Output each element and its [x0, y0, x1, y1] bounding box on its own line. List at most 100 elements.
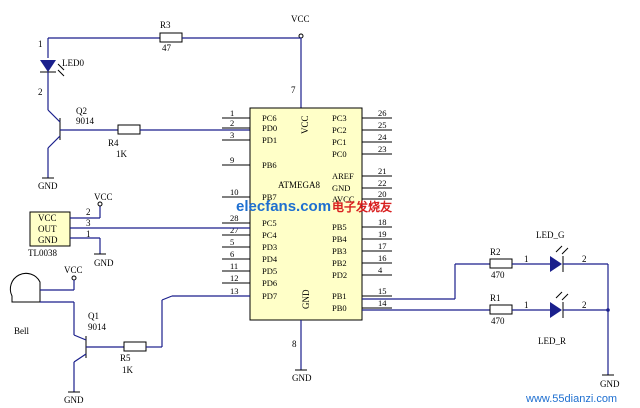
mcu-pin-name: PB0 [332, 303, 347, 313]
mcu-pin-num: 27 [230, 225, 239, 235]
mcu-pin-num: 17 [378, 241, 387, 251]
mcu-pin-name: PC0 [332, 149, 347, 159]
mcu-gnd-label: GND [301, 289, 311, 309]
led0-diode [40, 60, 56, 72]
mcu-pin-name: PB1 [332, 291, 347, 301]
tl0038-module [29, 211, 71, 247]
mcu-pin-num: 21 [378, 166, 387, 176]
mcu-pin-name: PB7 [262, 192, 277, 202]
mcu-pin-num: 9 [230, 155, 234, 165]
mcu-right-pins: 26PC325PC224PC123PC021AREF22GND20AVCC18P… [332, 108, 392, 313]
led-r-ref: LED_R [538, 336, 566, 346]
mcu-pin-num: 22 [378, 178, 387, 188]
mcu-pin-name: PC3 [332, 113, 347, 123]
r1-resistor [489, 304, 513, 315]
mcu-name: ATMEGA8 [278, 180, 320, 190]
vcc-label-tl: VCC [94, 192, 113, 202]
tl0038-num-3: 3 [86, 218, 91, 228]
mcu-pin-num: 24 [378, 132, 387, 142]
mcu-pin-name: PC4 [262, 230, 277, 240]
r5-ref: R5 [120, 353, 131, 363]
watermark-elecfans: elecfans.com [236, 198, 331, 215]
tl0038-num-2: 2 [86, 207, 91, 217]
q2-type: 9014 [76, 116, 95, 126]
bell-buzzer [9, 272, 41, 303]
mcu-pin-num: 18 [378, 217, 387, 227]
mcu-pin-num: 12 [230, 273, 239, 283]
r4-resistor [117, 124, 141, 135]
mcu-pin-name: PC6 [262, 113, 277, 123]
mcu-pin-name: AVCC [332, 194, 355, 204]
r1-value: 470 [491, 316, 505, 326]
mcu-pin-num: 4 [378, 265, 383, 275]
mcu-pin-name: PD6 [262, 278, 277, 288]
mcu-vcc-label: VCC [300, 115, 310, 134]
mcu-pin-name: GND [332, 183, 350, 193]
mcu-pin-num: 11 [230, 261, 238, 271]
mcu-pin-num: 26 [378, 108, 387, 118]
r2-ref: R2 [490, 247, 501, 257]
r4-ref: R4 [108, 138, 119, 148]
mcu-pin-num: 16 [378, 253, 387, 263]
r1-ref: R1 [490, 293, 501, 303]
mcu-pin-num: 13 [230, 286, 239, 296]
mcu-pin-name: PC2 [332, 125, 347, 135]
atmega8-chip [249, 107, 363, 321]
mcu-pin-name: PB6 [262, 160, 277, 170]
mcu-pin-name: PC5 [262, 218, 277, 228]
led-g-ref: LED_G [536, 230, 565, 240]
mcu-pin-name: PB4 [332, 234, 347, 244]
mcu-pin-num: 2 [230, 118, 234, 128]
led-g-diode [550, 256, 562, 272]
mcu-pin-name: PD3 [262, 242, 277, 252]
r2-resistor [489, 258, 513, 269]
r5-resistor [123, 341, 147, 352]
mcu-pin-num: 5 [230, 237, 234, 247]
mcu-pin-name: PD7 [262, 291, 277, 301]
led0-pin1: 1 [38, 39, 43, 49]
mcu-pin-name: PD0 [262, 123, 277, 133]
mcu-pin-num: 28 [230, 213, 239, 223]
led-r-pin: 2 [582, 300, 587, 310]
mcu-pin-num: 14 [378, 298, 387, 308]
tl0038-num-1: 1 [86, 229, 91, 239]
mcu-pin-name: PB2 [332, 258, 347, 268]
mcu-pin-name: PB5 [332, 222, 347, 232]
gnd-label-q1: GND [64, 395, 84, 405]
vcc-label-top: VCC [291, 14, 310, 24]
mcu-pin-name: PD2 [332, 270, 347, 280]
tl0038-ref: TL0038 [28, 248, 57, 258]
mcu-pin-name: PD4 [262, 254, 278, 264]
watermark-55dianzi: www.55dianzi.com [525, 393, 617, 405]
q2-ref: Q2 [76, 106, 87, 116]
tl0038-pin-gnd: GND [38, 235, 58, 245]
r3-value: 47 [162, 43, 172, 53]
r4-value: 1K [116, 149, 128, 159]
mcu-pin-num: 10 [230, 187, 239, 197]
led0-ref: LED0 [62, 58, 84, 68]
led-g-pin: 2 [582, 254, 587, 264]
mcu-pin-num: 23 [378, 144, 387, 154]
mcu-pin-num: 15 [378, 286, 387, 296]
mcu-pin-num: 3 [230, 130, 234, 140]
led-r-diode [550, 302, 562, 318]
mcu-pin-num: 25 [378, 120, 387, 130]
gnd-label-q2: GND [38, 181, 58, 191]
led0-pin2: 2 [38, 87, 43, 97]
r1-pin: 1 [524, 300, 529, 310]
r3-resistor [159, 32, 183, 43]
mcu-pin-name: PC1 [332, 137, 347, 147]
gnd-label-tl: GND [94, 258, 114, 268]
vcc-label-bell: VCC [64, 265, 83, 275]
q1-type: 9014 [88, 322, 107, 332]
watermark-cn: 电子发烧友 [332, 199, 392, 214]
gnd-label-mcu: GND [292, 373, 312, 383]
mcu-pin-num: 6 [230, 249, 234, 259]
mcu-pin-name: PD1 [262, 135, 277, 145]
q1-ref: Q1 [88, 311, 99, 321]
mcu-pin-num: 19 [378, 229, 387, 239]
mcu-pin-num: 1 [230, 108, 234, 118]
gnd-label-led: GND [600, 379, 620, 389]
